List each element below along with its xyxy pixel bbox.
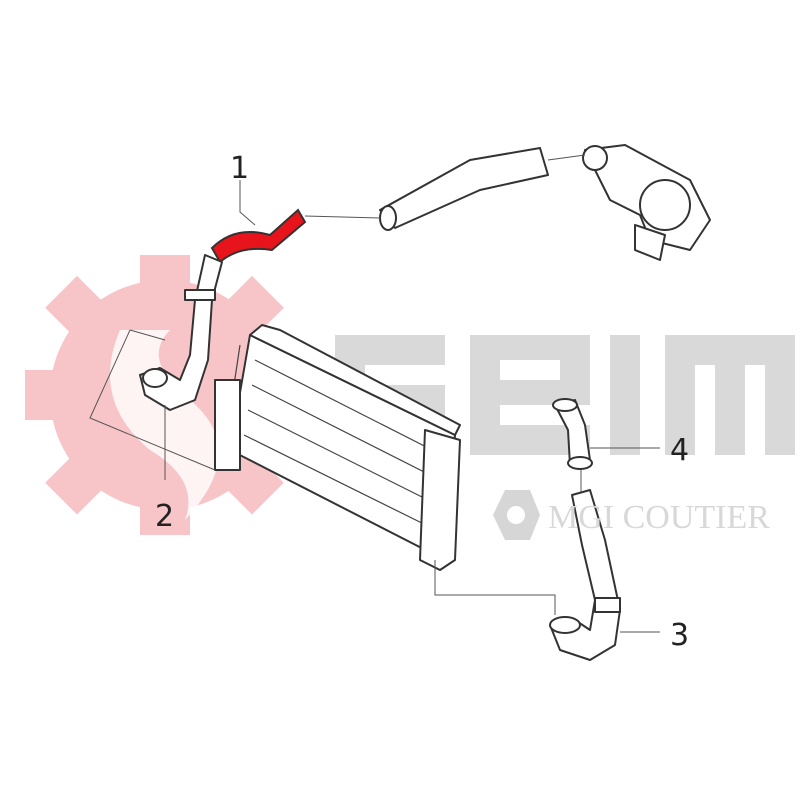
part-1-hose: [210, 180, 381, 264]
part-3-hose: [434, 470, 660, 661]
part-4-hose: [552, 398, 660, 470]
callout-3: 3: [670, 618, 689, 653]
callout-2: 2: [155, 499, 174, 534]
mgi-coutier-logo: MGI COUTIER: [493, 490, 770, 540]
intercooler: [214, 324, 461, 571]
callout-4: 4: [670, 433, 689, 468]
mgi-coutier-text: MGI COUTIER: [548, 499, 770, 536]
part-2-pipe: [89, 254, 223, 480]
callout-1: 1: [230, 151, 249, 186]
turbo-assembly: [379, 144, 711, 261]
